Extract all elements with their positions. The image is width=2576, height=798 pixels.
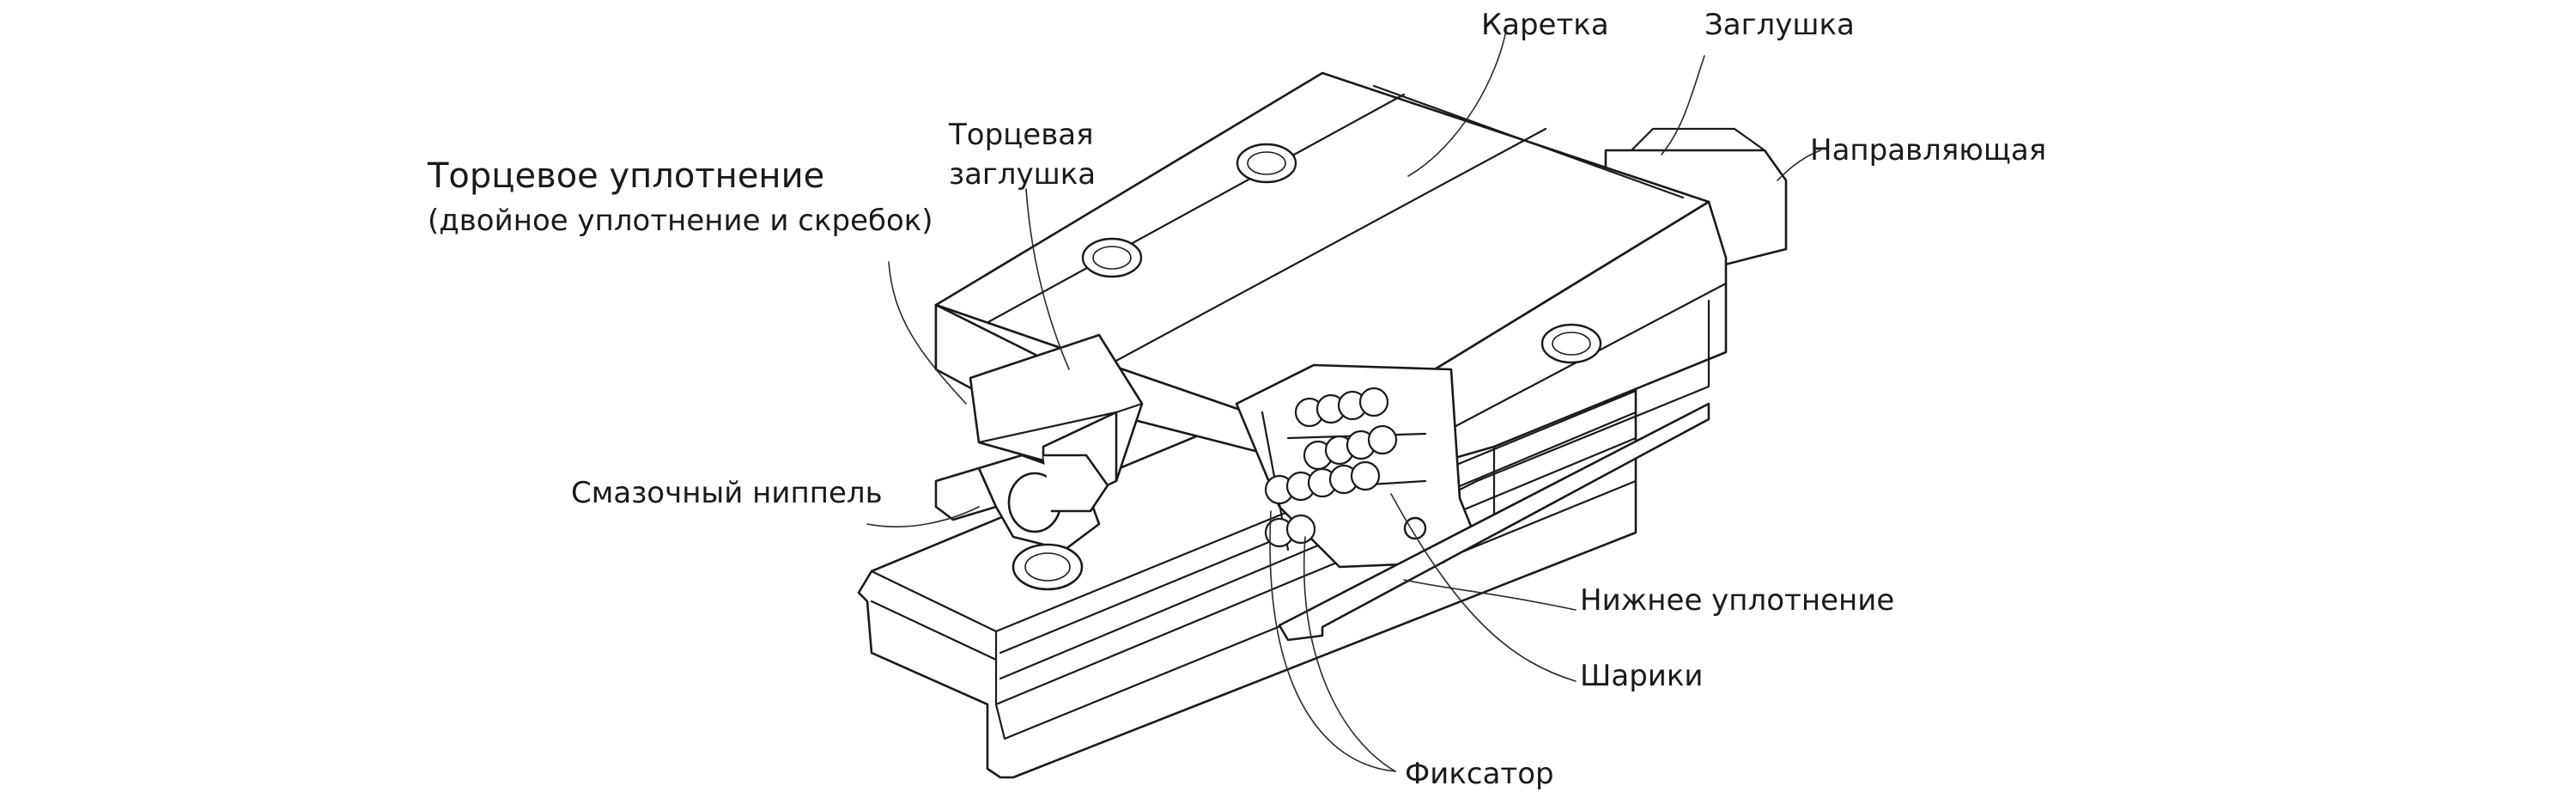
grease-nipple <box>934 454 1109 591</box>
leader-lines <box>866 25 1821 772</box>
balls <box>1264 387 1398 548</box>
label-end-cap: Торцевая заглушка <box>948 118 1103 192</box>
bottom-seal <box>1278 402 1710 642</box>
label-grease-nipple: Смазочный ниппель <box>571 476 883 510</box>
label-rail: Направляющая <box>1810 133 2046 168</box>
label-end-seal: Торцевое уплотнение <box>427 156 824 196</box>
labels: Каретка Заглушка Направляющая Торцевая з… <box>427 8 2046 791</box>
label-cap: Заглушка <box>1704 8 1855 42</box>
cutaway <box>1235 363 1479 569</box>
label-balls: Шарики <box>1580 659 1704 693</box>
label-carriage: Каретка <box>1481 8 1609 42</box>
label-bottom-seal: Нижнее уплотнение <box>1580 583 1894 618</box>
label-retainer: Фиксатор <box>1405 757 1554 791</box>
label-end-seal-note: (двойное уплотнение и скребок) <box>428 204 933 238</box>
